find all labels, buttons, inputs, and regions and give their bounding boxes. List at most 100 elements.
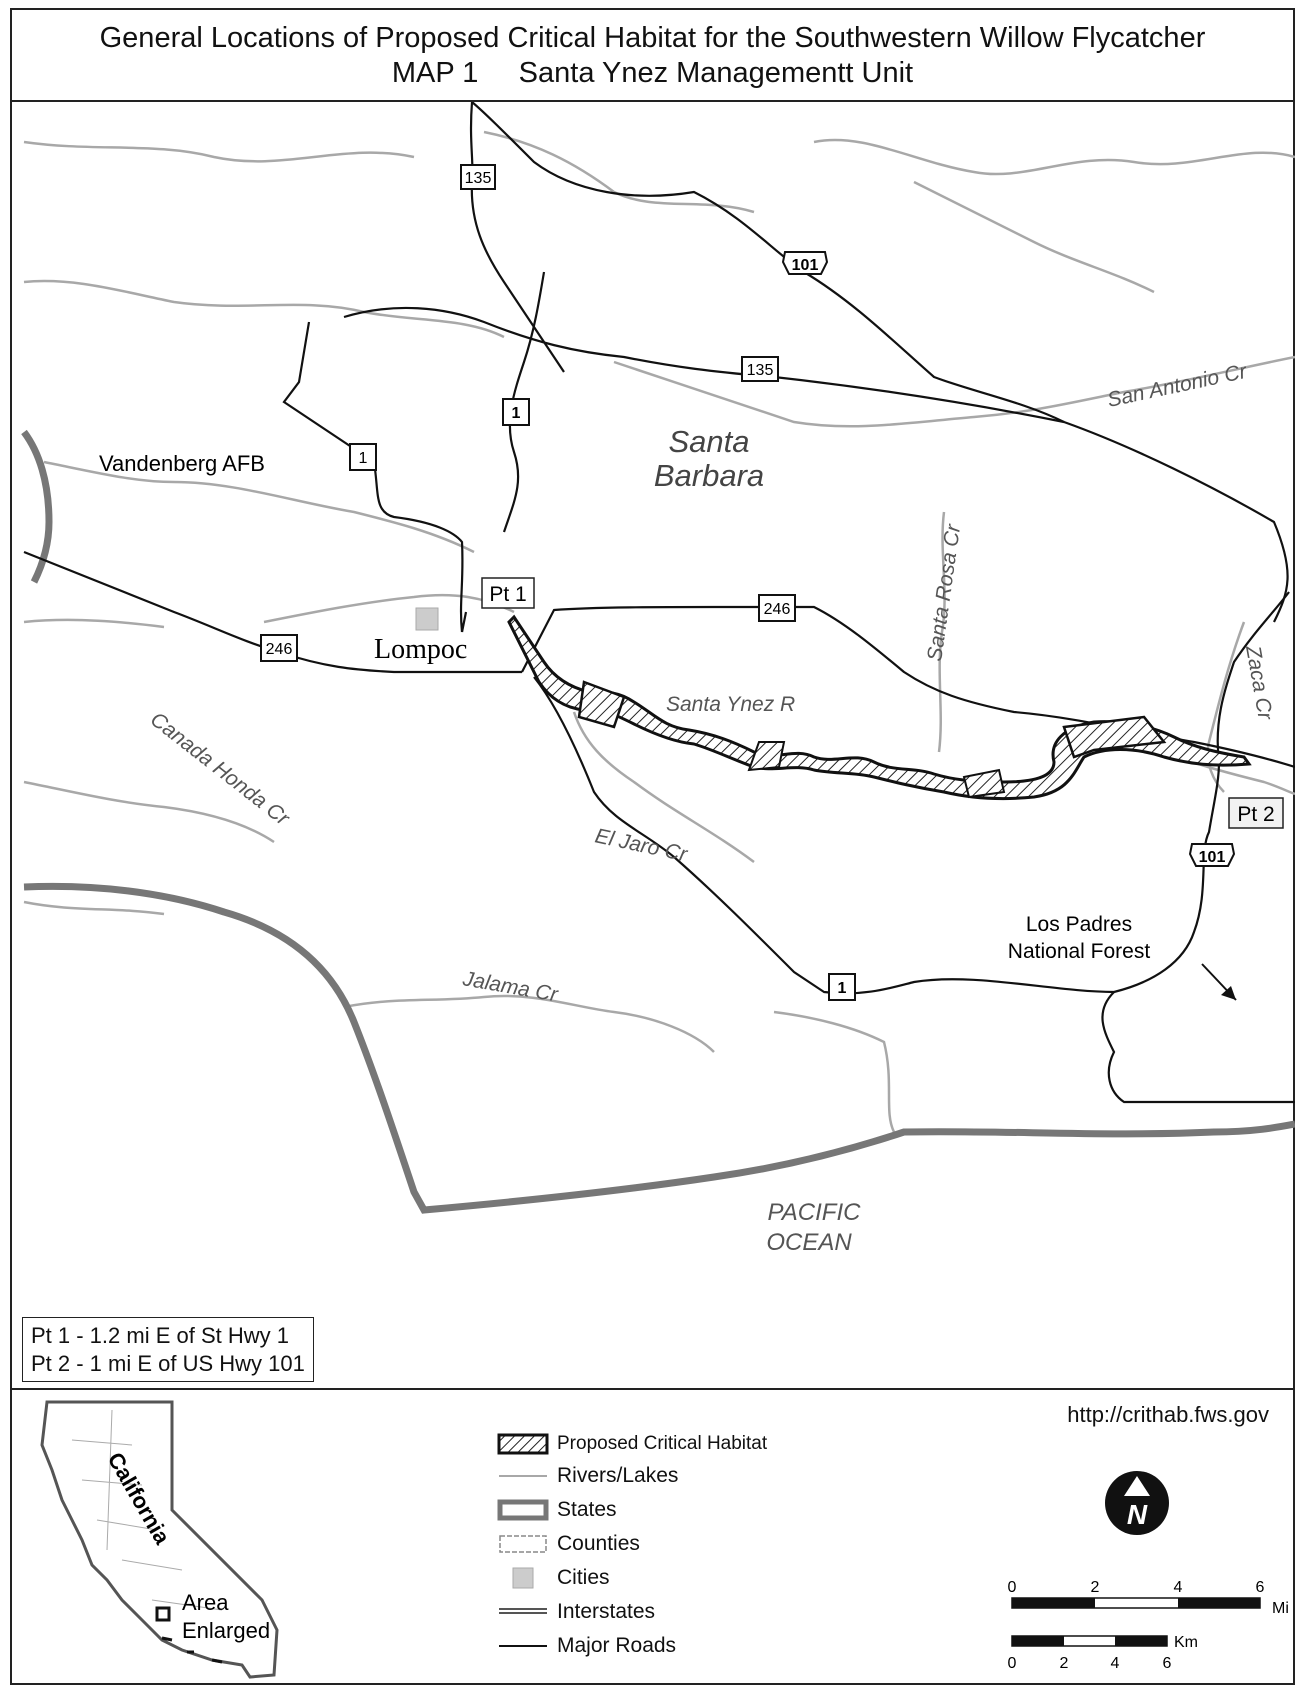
legend-label-interstates: Interstates [557,1600,656,1623]
river-west-low [23,900,165,916]
river-el-jaro [572,711,755,864]
interstate-swatch-icon [499,1608,547,1614]
river-santa-ynez-west [23,618,165,629]
proposed-critical-habitat [507,614,1252,801]
road-swatch-icon [499,1645,547,1647]
state-swatch-icon [497,1499,549,1521]
svg-text:1: 1 [512,405,521,422]
road-1-south [533,676,1221,995]
source-url[interactable]: http://crithab.fws.gov [1067,1402,1269,1427]
label-el-jaro: El Jaro Cr [593,824,690,866]
svg-text:246: 246 [764,601,791,618]
legend-label-counties: Counties [557,1532,640,1555]
scale-bar: 0 2 4 6 Mi Km 0 2 4 6 [1008,1579,1289,1672]
river-south-east [773,1010,896,1133]
city-swatch-icon [512,1567,534,1589]
shield-135-mid: 135 [741,356,779,382]
habitat-swatch-icon [497,1433,549,1455]
road-246-east [521,605,1295,769]
shield-246-east: 246 [758,594,796,622]
svg-text:246: 246 [266,641,293,658]
river-north-2 [483,130,755,214]
city-lompoc-label: Lompoc [374,634,467,665]
title-line-1: General Locations of Proposed Critical H… [99,22,1206,54]
highway-shields: 135 101 135 1 1 246 246 101 1 [260,164,1236,1001]
scale-km-4: 4 [1111,1655,1120,1672]
shield-246-west: 246 [260,634,298,662]
road-101-north [471,102,1065,423]
shield-1-north: 1 [502,398,530,426]
map-title: General Locations of Proposed Critical H… [12,10,1293,102]
pt2-marker: Pt 2 [1228,797,1284,829]
scale-km-0: 0 [1008,1655,1017,1672]
map-frame: General Locations of Proposed Critical H… [10,8,1295,1685]
north-arrow-icon: N [1105,1471,1169,1535]
river-san-antonio [613,355,1295,428]
legend-item-roads: Major Roads [497,1630,676,1662]
place-labels: Santa Barbara Vandenberg AFB Lompoc Los … [99,424,1150,1256]
place-vandenberg: Vandenberg AFB [99,451,265,476]
road-101-south [1101,991,1295,1104]
area-enlarged-marker [155,1606,171,1622]
road-1-west [282,321,464,633]
legend-panel: California Area Enlarged Proposed Critic… [12,1388,1293,1685]
shield-1-south: 1 [828,973,856,1001]
legend-item-states: States [497,1494,617,1526]
legend-label-states: States [557,1498,617,1521]
legend-item-rivers: Rivers/Lakes [497,1460,678,1492]
pt1-note: Pt 1 - 1.2 mi E of St Hwy 1 [31,1323,289,1348]
scale-mi-0: 0 [1008,1579,1017,1596]
river-jalama [343,994,715,1053]
road-135-east [343,306,1289,623]
river-lompoc [263,593,515,624]
rivers [23,130,1295,1133]
scale-km-2: 2 [1060,1655,1069,1672]
state-borders [21,429,1295,1214]
svg-text:135: 135 [747,362,774,379]
legend-item-counties: Counties [497,1528,640,1560]
scale-km-unit: Km [1174,1634,1198,1651]
legend-item-habitat: Proposed Critical Habitat [497,1428,767,1460]
county-swatch-icon [499,1535,547,1553]
svg-text:1: 1 [359,450,368,467]
scale-mi-unit: Mi [1272,1600,1289,1617]
label-canada-honda: Canada Honda Cr [146,708,294,831]
title-line-2: MAP 1 Santa Ynez Managementt Unit [391,57,914,89]
scale-mi-6: 6 [1256,1579,1265,1596]
shield-1-west: 1 [349,443,377,471]
river-zaca [1206,621,1246,793]
coast-line-west [21,429,53,584]
svg-text:101: 101 [1199,849,1226,866]
legend-label-habitat: Proposed Critical Habitat [557,1433,768,1454]
svg-text:135: 135 [465,170,492,187]
legend-label-roads: Major Roads [557,1634,677,1657]
river-north-3 [813,138,1295,176]
road-101-east [1216,591,1290,763]
county-label-barbara: Barbara [654,458,764,493]
scale-mi-2: 2 [1091,1579,1100,1596]
shield-135-north: 135 [460,164,496,190]
svg-text:1: 1 [838,980,847,997]
river-north-1 [23,140,415,163]
ocean-label-1: PACIFIC [768,1199,862,1226]
pt1-marker: Pt 1 [481,577,535,609]
label-santa-rosa: Santa Rosa Cr [923,522,965,663]
forest-label-2: National Forest [1008,940,1151,963]
label-zaca: Zaca Cr [1241,643,1277,723]
legend-item-interstates: Interstates [497,1596,655,1628]
label-jalama: Jalama Cr [460,967,560,1007]
inset-map: California Area Enlarged [40,1400,279,1679]
road-135-north [469,102,565,373]
river-north-5 [23,279,505,339]
inset-area-label-2: Enlarged [182,1618,270,1643]
svg-text:N: N [1127,1499,1148,1530]
road-lompoc-link [460,611,468,633]
ocean-label-2: OCEAN [766,1229,852,1256]
svg-text:101: 101 [792,257,819,274]
shield-101-south: 101 [1188,843,1236,867]
county-label-santa: Santa [668,424,749,459]
point-notes: Pt 1 - 1.2 mi E of St Hwy 1 Pt 2 - 1 mi … [22,1317,314,1382]
scale-km-6: 6 [1163,1655,1172,1672]
city-lompoc-marker [415,607,439,631]
pt2-note: Pt 2 - 1 mi E of US Hwy 101 [31,1350,305,1376]
